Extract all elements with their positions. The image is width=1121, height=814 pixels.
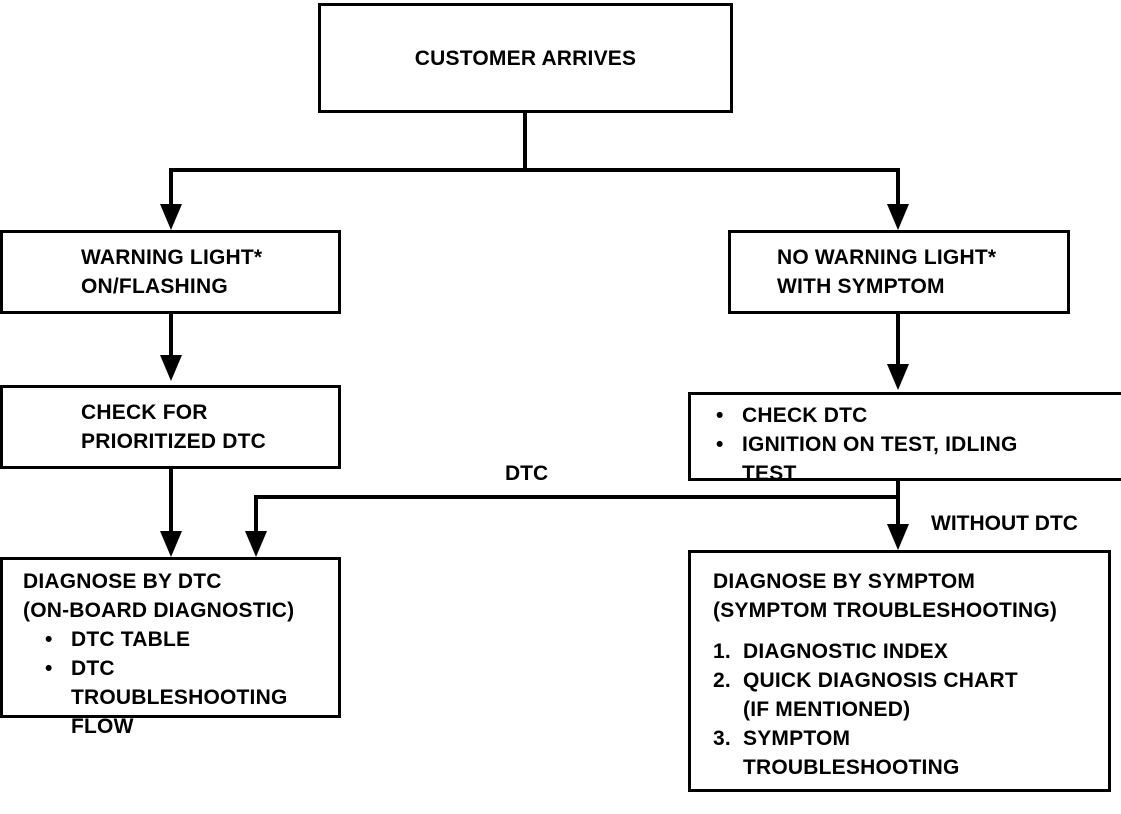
node-warning-light-line2: ON/FLASHING xyxy=(81,275,228,298)
edge-dtc-branch-horizontal xyxy=(254,495,900,499)
edge-without-dtc-vertical xyxy=(896,481,900,538)
node-check-dtc-tests: • CHECK DTC • IGNITION ON TEST, IDLING T… xyxy=(688,392,1121,485)
node-warning-light-line1: WARNING LIGHT* xyxy=(81,246,263,269)
edge-customer-trunk-vertical xyxy=(523,113,527,171)
node-no-warning-light-line2: WITH SYMPTOM xyxy=(777,275,945,298)
node-warning-light-text: WARNING LIGHT* ON/FLASHING xyxy=(81,243,338,301)
arrowhead-dtc-branch xyxy=(245,531,267,557)
list-item: 2. QUICK DIAGNOSIS CHART (IF MENTIONED) xyxy=(713,666,1108,724)
list-item: • DTC TROUBLESHOOTING FLOW xyxy=(23,654,338,741)
node-customer-arrives-label: CUSTOMER ARRIVES xyxy=(414,46,637,70)
node-check-prioritized-dtc-line2: PRIORITIZED DTC xyxy=(81,430,266,453)
node-diagnose-by-symptom: DIAGNOSE BY SYMPTOM (SYMPTOM TROUBLESHOO… xyxy=(688,550,1111,792)
node-diagnose-by-dtc-line1: DIAGNOSE BY DTC xyxy=(23,570,222,593)
node-diagnose-by-symptom-text: DIAGNOSE BY SYMPTOM (SYMPTOM TROUBLESHOO… xyxy=(713,567,1108,782)
node-warning-light: WARNING LIGHT* ON/FLASHING xyxy=(0,230,341,314)
node-diagnose-by-symptom-item-0: DIAGNOSTIC INDEX xyxy=(743,640,949,663)
node-check-dtc-tests-text: • CHECK DTC • IGNITION ON TEST, IDLING T… xyxy=(716,401,1121,488)
edge-check-prioritized-to-diagnose-dtc xyxy=(169,469,173,535)
list-item: 1. DIAGNOSTIC INDEX xyxy=(713,637,1108,666)
node-no-warning-light-text: NO WARNING LIGHT* WITH SYMPTOM xyxy=(777,243,1067,301)
node-check-dtc-tests-item-1: IGNITION ON TEST, IDLING TEST xyxy=(742,433,1018,485)
edge-label-without-dtc: WITHOUT DTC xyxy=(931,512,1078,535)
edge-to-warning-light-vertical xyxy=(169,168,173,210)
edge-customer-trunk-horizontal xyxy=(169,168,900,172)
node-diagnose-by-dtc-text: DIAGNOSE BY DTC (ON-BOARD DIAGNOSTIC) • … xyxy=(23,567,338,741)
bullet-icon: • xyxy=(716,404,724,427)
arrowhead-to-check-dtc xyxy=(887,364,909,390)
node-diagnose-by-symptom-line1: DIAGNOSE BY SYMPTOM xyxy=(713,570,976,593)
node-diagnose-by-dtc: DIAGNOSE BY DTC (ON-BOARD DIAGNOSTIC) • … xyxy=(0,557,341,738)
list-item: • IGNITION ON TEST, IDLING TEST xyxy=(716,430,1121,488)
node-check-prioritized-dtc: CHECK FOR PRIORITIZED DTC xyxy=(0,385,341,469)
node-diagnose-by-symptom-line2: (SYMPTOM TROUBLESHOOTING) xyxy=(713,599,1058,622)
footnote: *: INDICATOR LIGHTS AND WARNING LIGHTS T… xyxy=(5,752,431,814)
bullet-icon: • xyxy=(45,628,53,651)
footnote-line1: *: INDICATOR LIGHTS AND WARNING xyxy=(5,810,431,814)
node-diagnose-by-dtc-line2: (ON-BOARD DIAGNOSTIC) xyxy=(23,599,295,622)
edge-to-no-warning-light-vertical xyxy=(896,168,900,210)
list-item: • CHECK DTC xyxy=(716,401,1121,430)
bullet-icon: • xyxy=(716,433,724,456)
edge-warning-to-check-prioritized xyxy=(169,314,173,358)
edge-no-warning-to-check-dtc xyxy=(896,314,900,366)
edge-dtc-branch-down-to-diagnose-dtc xyxy=(254,495,258,535)
node-no-warning-light: NO WARNING LIGHT* WITH SYMPTOM xyxy=(728,230,1070,314)
node-check-prioritized-dtc-line1: CHECK FOR xyxy=(81,401,208,424)
arrowhead-to-warning-light xyxy=(160,204,182,230)
arrowhead-to-diagnose-by-symptom xyxy=(887,524,909,550)
node-customer-arrives: CUSTOMER ARRIVES xyxy=(318,3,733,113)
node-customer-arrives-text: CUSTOMER ARRIVES xyxy=(321,44,730,73)
spacer xyxy=(713,625,1108,637)
edge-label-dtc: DTC xyxy=(505,462,549,485)
list-item: • DTC TABLE xyxy=(23,625,338,654)
list-item: 3. SYMPTOM TROUBLESHOOTING xyxy=(713,724,1108,782)
list-number: 3. xyxy=(713,727,731,750)
bullet-icon: • xyxy=(45,657,53,680)
list-number: 1. xyxy=(713,640,731,663)
list-number: 2. xyxy=(713,669,731,692)
node-check-prioritized-dtc-text: CHECK FOR PRIORITIZED DTC xyxy=(81,398,338,456)
node-diagnose-by-symptom-item-2: SYMPTOM TROUBLESHOOTING xyxy=(743,727,960,779)
node-diagnose-by-dtc-item-0: DTC TABLE xyxy=(71,628,191,651)
arrowhead-to-no-warning-light xyxy=(887,204,909,230)
node-diagnose-by-dtc-item-1: DTC TROUBLESHOOTING FLOW xyxy=(71,657,288,738)
arrowhead-to-check-prioritized xyxy=(160,355,182,381)
arrowhead-to-diagnose-by-dtc xyxy=(160,531,182,557)
node-check-dtc-tests-item-0: CHECK DTC xyxy=(742,404,868,427)
node-diagnose-by-symptom-item-1: QUICK DIAGNOSIS CHART (IF MENTIONED) xyxy=(743,669,1018,721)
node-no-warning-light-line1: NO WARNING LIGHT* xyxy=(777,246,997,269)
